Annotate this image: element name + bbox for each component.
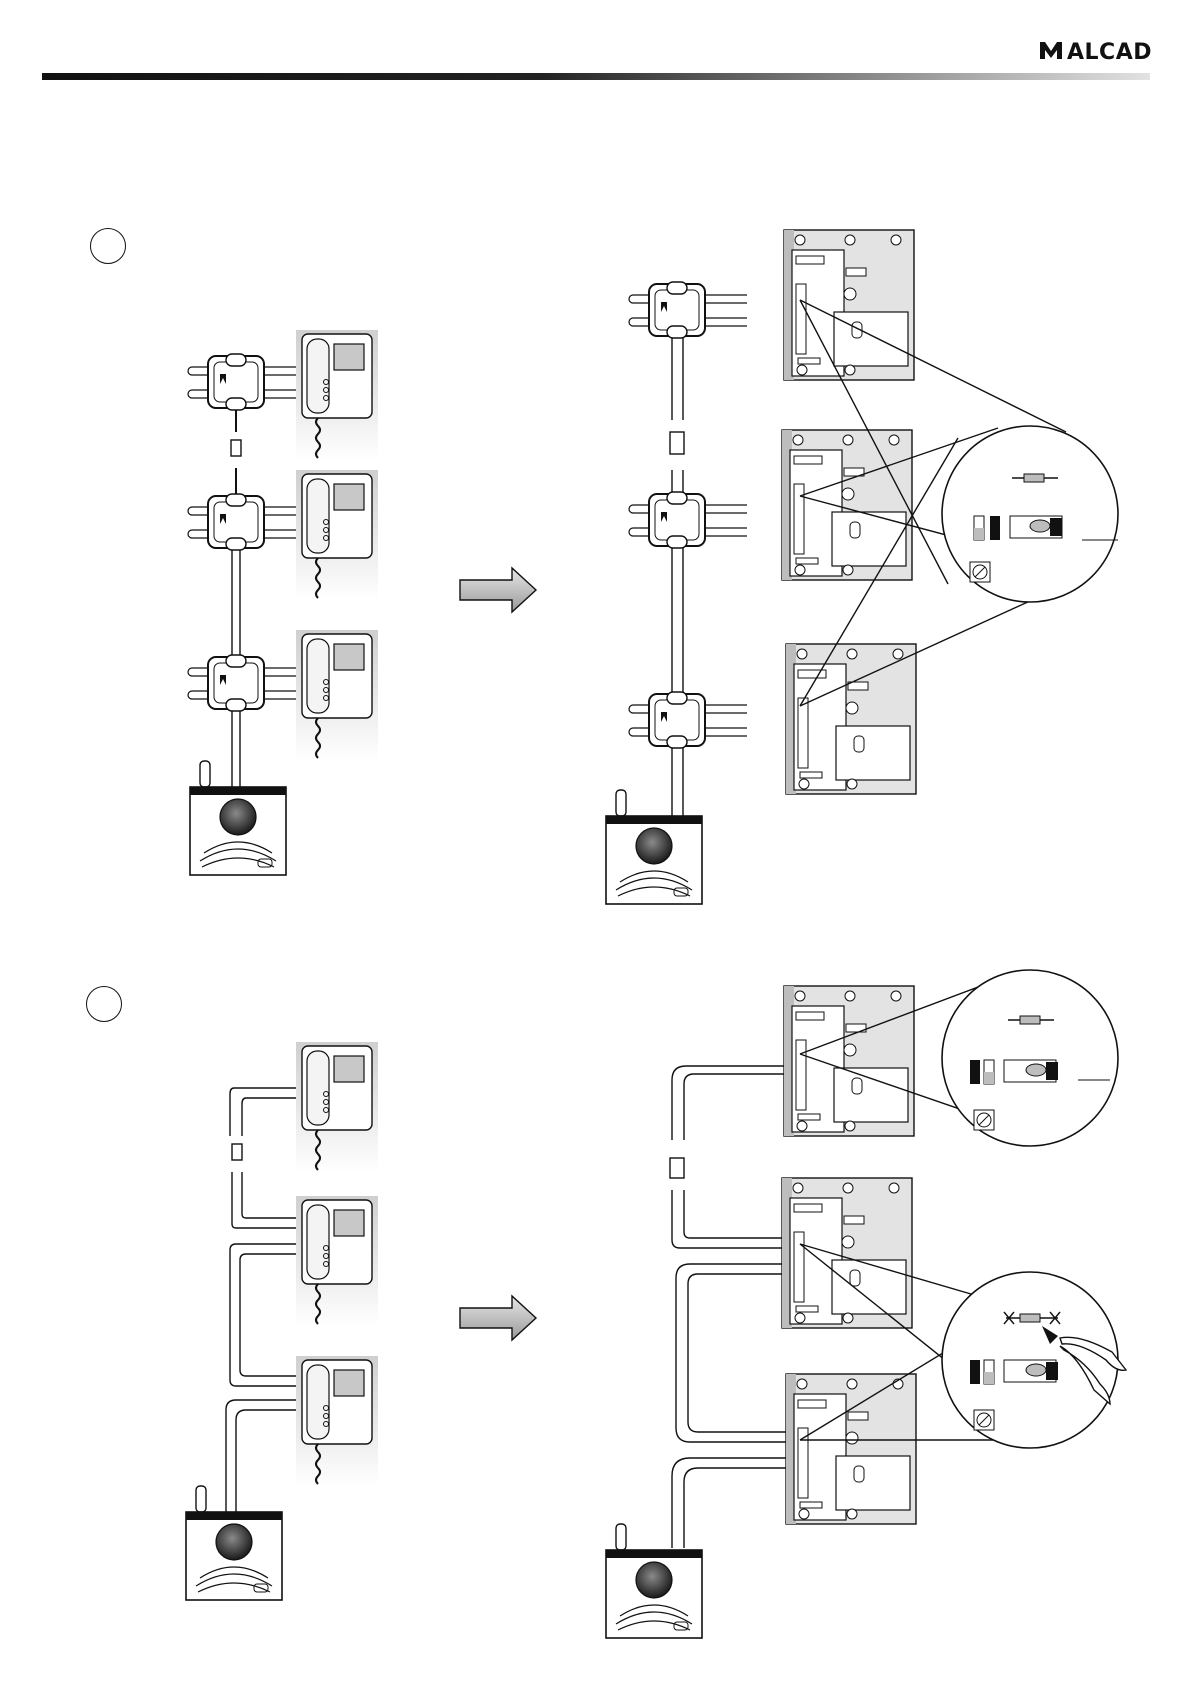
zoom-detail-resistor	[942, 426, 1118, 602]
distributor-box	[188, 655, 306, 711]
right-arrow-icon	[460, 1296, 536, 1340]
monitor-circuit-board	[782, 1178, 912, 1328]
distributor-box	[629, 282, 747, 338]
video-monitor	[296, 330, 378, 460]
door-panel-camera	[606, 1524, 702, 1638]
video-monitor	[296, 1356, 378, 1486]
distributor-box	[188, 354, 306, 410]
section-1-before-diagram	[188, 330, 378, 875]
monitor-circuit-board	[782, 430, 912, 580]
distributor-box	[629, 692, 747, 748]
video-monitor	[296, 630, 378, 760]
door-panel-camera	[186, 1486, 282, 1600]
zoom-detail-resistor	[942, 970, 1118, 1146]
video-monitor	[296, 470, 378, 600]
header-rule	[42, 73, 1150, 80]
door-panel-camera	[606, 790, 702, 904]
monitor-circuit-board	[784, 986, 914, 1136]
monitor-circuit-board	[784, 230, 914, 380]
right-arrow-icon	[460, 568, 536, 612]
section-2-before-diagram	[186, 1042, 378, 1600]
video-monitor	[296, 1196, 378, 1326]
video-monitor	[296, 1042, 378, 1172]
distributor-box	[629, 492, 747, 548]
monitor-circuit-board	[786, 1374, 916, 1524]
section-1-after-diagram	[606, 230, 1118, 904]
monitor-circuit-board	[786, 644, 916, 794]
zoom-detail-resistor-cut	[942, 1272, 1126, 1448]
distributor-box	[188, 494, 306, 550]
section-2-after-diagram	[606, 970, 1126, 1638]
door-panel-camera	[190, 761, 286, 875]
